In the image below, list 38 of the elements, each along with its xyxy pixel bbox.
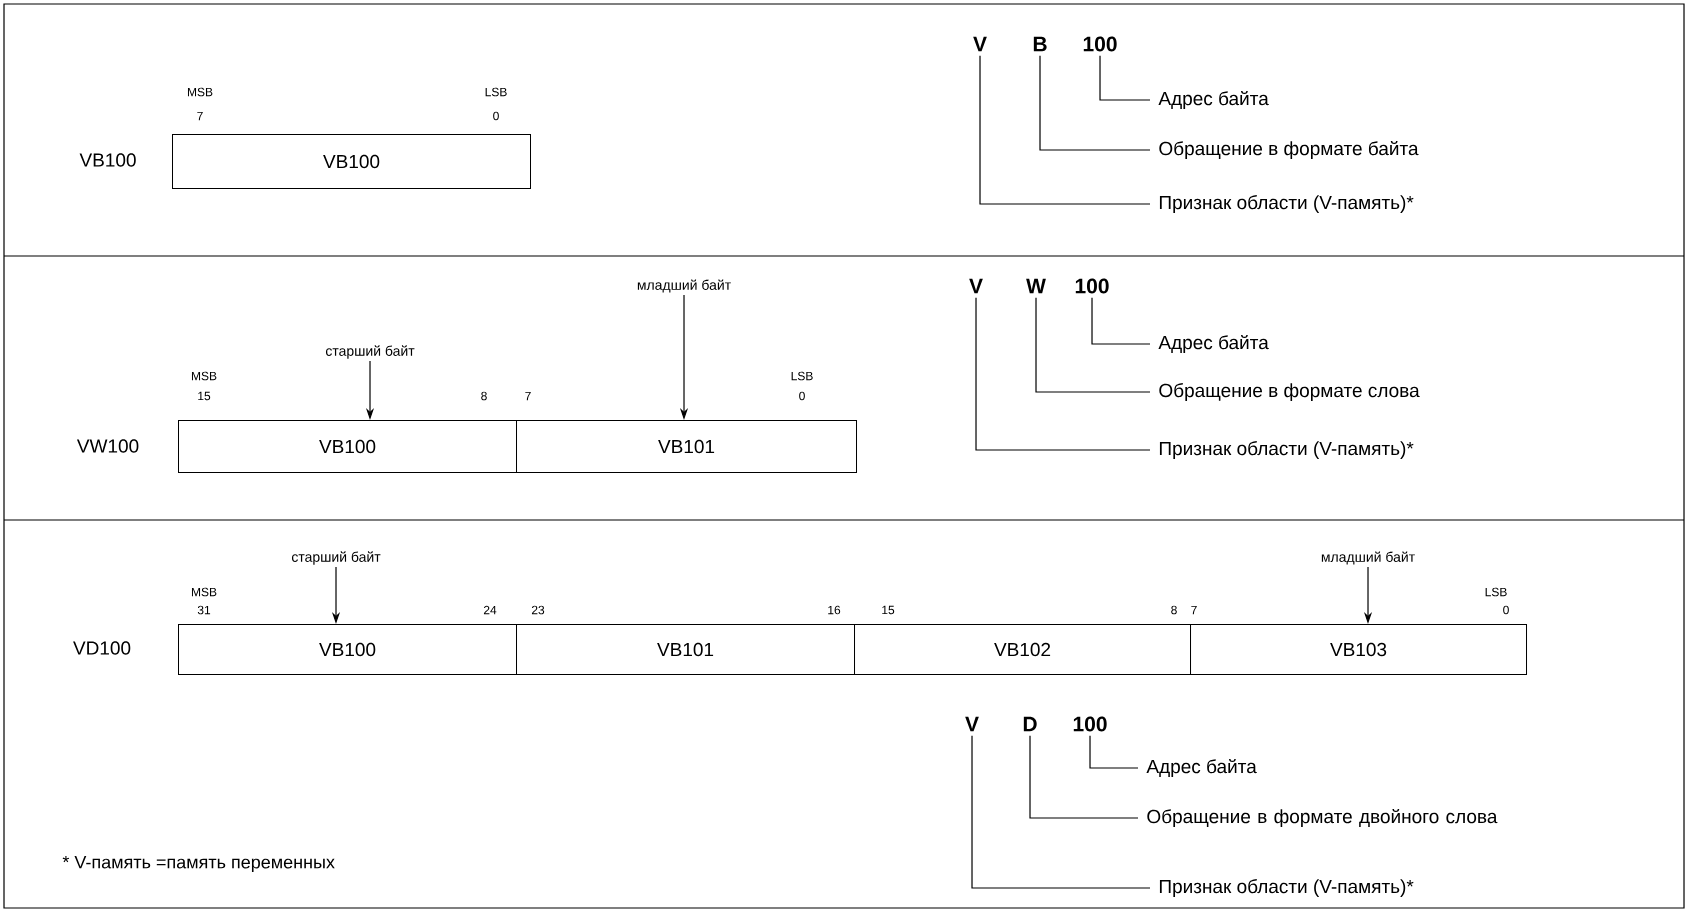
- address-letter: 100: [1075, 278, 1109, 294]
- byte-cell: VB100: [178, 624, 517, 675]
- leader-line: [1099, 55, 1151, 101]
- description-text: Обращение в формате слова: [1159, 383, 1420, 401]
- description-text: Признак области (V-память)*: [1159, 195, 1414, 213]
- description-text: Обращение в формате двойного слова: [1147, 809, 1498, 828]
- description-text: Признак области (V-память)*: [1159, 441, 1414, 459]
- address-label: VD100: [73, 641, 131, 655]
- byte-cell: VB101: [516, 420, 857, 473]
- leader-line: [975, 297, 1151, 451]
- address-letter: 100: [1073, 716, 1107, 732]
- byte-cell: VB103: [1190, 624, 1527, 675]
- description-text: Адрес байта: [1158, 90, 1269, 110]
- leader-line: [1035, 297, 1151, 393]
- address-label: VW100: [76, 439, 139, 453]
- leader-line: [979, 55, 1151, 205]
- footnote-text: * V-память =память переменных: [62, 855, 335, 873]
- address-letter: D: [1023, 716, 1037, 732]
- address-letter: B: [1033, 36, 1047, 52]
- leader-line: [1089, 735, 1139, 769]
- description-text: Адрес байта: [1146, 759, 1257, 778]
- address-letter: 100: [1083, 36, 1117, 52]
- address-label: VB100: [79, 153, 136, 167]
- address-letter: V: [965, 716, 979, 732]
- leader-line: [1039, 55, 1151, 151]
- leader-line: [971, 735, 1151, 889]
- byte-cell: VB100: [178, 420, 517, 473]
- description-text: Признак области (V-память)*: [1159, 879, 1414, 897]
- byte-cell: VB102: [854, 624, 1191, 675]
- address-letter: W: [1026, 278, 1046, 294]
- byte-cell: VB101: [516, 624, 855, 675]
- byte-cell: VB100: [172, 134, 531, 189]
- description-text: Обращение в формате байта: [1159, 140, 1419, 160]
- address-letter: V: [969, 278, 983, 294]
- leader-line: [1029, 735, 1139, 819]
- description-text: Адрес байта: [1158, 334, 1269, 354]
- address-letter: V: [973, 36, 987, 52]
- leader-line: [1091, 297, 1151, 345]
